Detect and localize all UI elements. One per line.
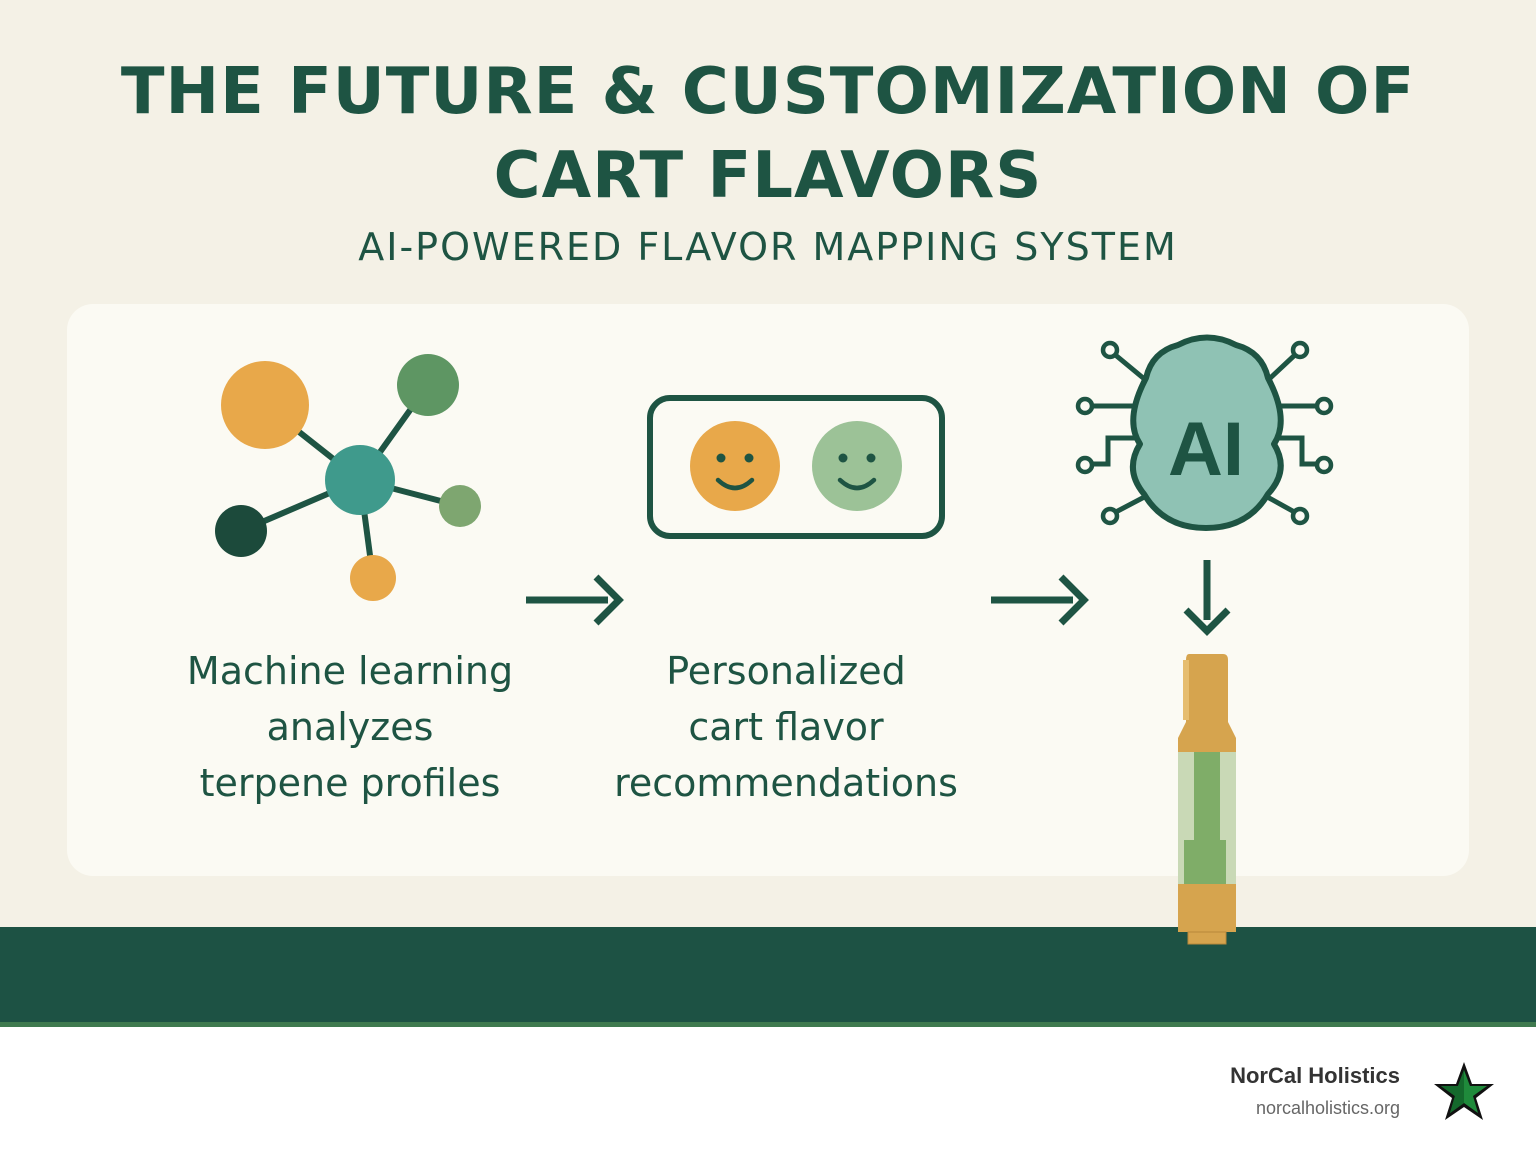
diagram-art: AI <box>215 334 1334 945</box>
arrow-right-icon <box>991 574 1089 626</box>
infographic: THE FUTURE & CUSTOMIZATION OF CART FLAVO… <box>0 0 1536 1027</box>
terpene-node-sage <box>439 485 481 527</box>
terpene-node-large <box>221 361 309 449</box>
ai-chip-label: AI <box>1168 407 1244 492</box>
step-text-machine-learning: Machine learning analyzes terpene profil… <box>186 649 514 805</box>
ground-band-edge <box>0 1022 1536 1027</box>
terpene-node-dark <box>215 505 267 557</box>
title-line-1: THE FUTURE & CUSTOMIZATION OF <box>120 55 1416 129</box>
terpene-node-center <box>325 445 395 515</box>
terpene-node-small <box>350 555 396 601</box>
star-icon <box>1434 1062 1494 1120</box>
ai-chip-icon: AI <box>1075 334 1334 531</box>
smiley-orange-icon <box>690 421 780 511</box>
arrow-down-icon <box>1183 560 1231 636</box>
brand-url: norcalholistics.org <box>1255 1098 1400 1118</box>
page-subtitle: AI-POWERED FLAVOR MAPPING SYSTEM <box>358 225 1178 269</box>
title-line-2: CART FLAVORS <box>493 139 1043 213</box>
smiley-green-icon <box>812 421 902 511</box>
brand-name: NorCal Holistics <box>1230 1063 1400 1088</box>
arrow-right-icon <box>526 574 624 626</box>
ground-band <box>0 927 1536 1027</box>
vape-cartridge-icon <box>1178 654 1236 945</box>
page-title: THE FUTURE & CUSTOMIZATION OF CART FLAVO… <box>0 50 1536 218</box>
smiley-faces-icon <box>647 395 945 539</box>
step-text-personalized: Personalized cart flavor recommendations <box>614 649 958 805</box>
molecule-network-icon <box>215 354 481 601</box>
terpene-node-green <box>397 354 459 416</box>
